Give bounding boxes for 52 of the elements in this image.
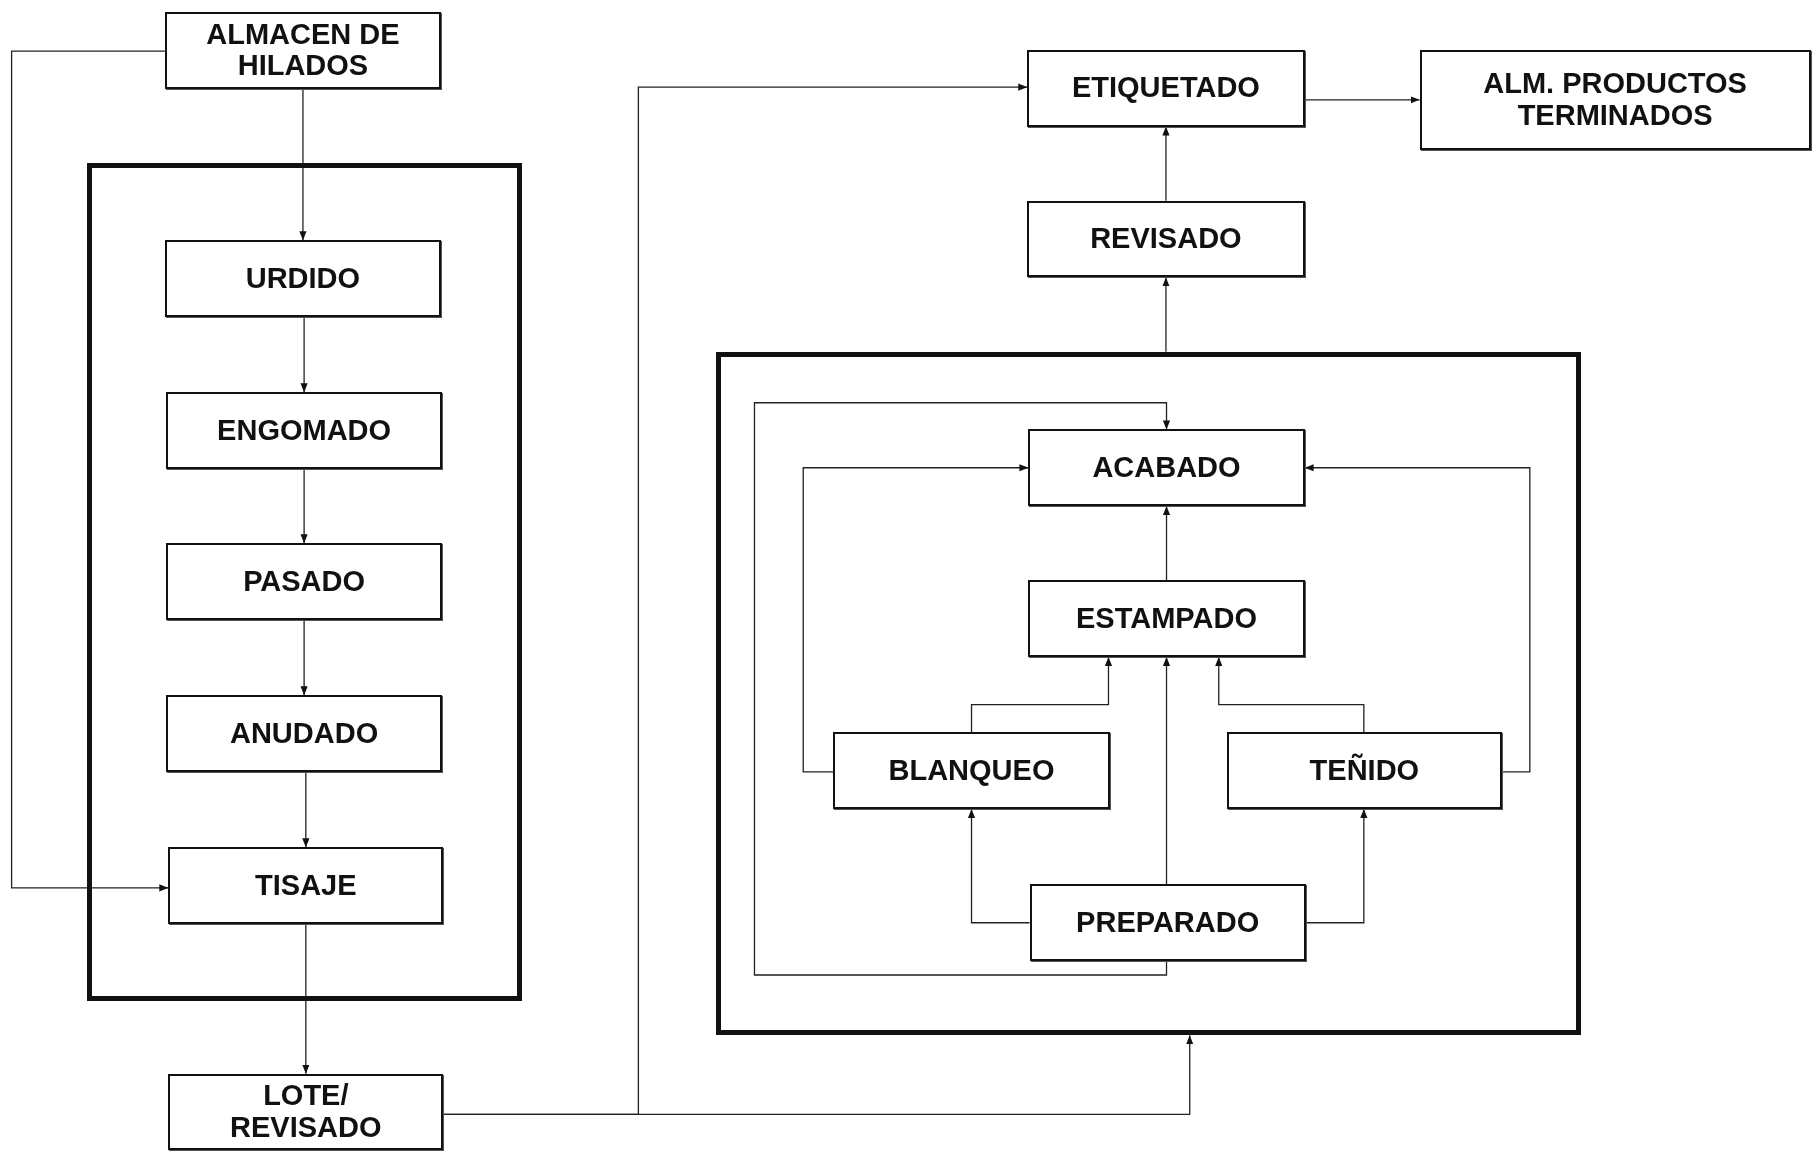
node-label: BLANQUEO: [887, 754, 1056, 787]
process-box: [164, 11, 442, 90]
connector-arrow: [1162, 125, 1170, 202]
connector-arrow: [1304, 464, 1531, 773]
node-label: PREPARADO: [1075, 906, 1261, 939]
node-label: PASADO: [242, 565, 367, 598]
process-box: [833, 732, 1110, 809]
process-box: [1027, 200, 1305, 278]
connector-arrow: [1305, 808, 1368, 924]
connector-arrow: [1162, 656, 1171, 886]
process-box: [1028, 429, 1305, 507]
connector-arrow: [802, 464, 1030, 773]
connector-arrow: [1215, 656, 1365, 734]
connector-arrow: [300, 619, 308, 696]
node-label: URDIDO: [244, 262, 362, 295]
process-box: [165, 392, 443, 469]
connector-arrow: [300, 316, 308, 393]
node-label: REVISADO: [1089, 223, 1243, 256]
process-box: [1027, 49, 1305, 127]
group-frame: [87, 162, 523, 1001]
node-label: ETIQUETADO: [1070, 72, 1261, 105]
connector-arrow: [1304, 96, 1421, 104]
process-box: [165, 695, 443, 772]
connector-arrow: [1162, 505, 1171, 581]
process-box: [168, 847, 444, 924]
group-frame: [716, 351, 1581, 1036]
process-box: [164, 240, 442, 317]
process-box: [1028, 580, 1305, 657]
connector-arrow: [10, 50, 169, 892]
node-label: ALM. PRODUCTOS TERMINADOS: [1482, 67, 1748, 132]
connector-arrow: [299, 88, 307, 241]
node-label: TISAJE: [254, 869, 358, 902]
connector-arrow: [967, 808, 1031, 924]
connector-arrow: [442, 1034, 1194, 1115]
connector-arrow: [300, 468, 308, 544]
node-label: ANUDADO: [229, 717, 380, 750]
connector-arrow: [1162, 276, 1170, 353]
process-box: [168, 1073, 444, 1151]
node-label: ALMACEN DE HILADOS: [205, 18, 401, 83]
node-label: TEÑIDO: [1308, 754, 1421, 787]
connector-arrow: [970, 656, 1113, 734]
connector-arrow: [753, 402, 1171, 976]
node-label: ACABADO: [1091, 451, 1242, 484]
process-box: [1029, 884, 1306, 962]
connector-arrow: [302, 923, 310, 1075]
node-label: LOTE/ REVISADO: [229, 1080, 383, 1144]
node-label: ENGOMADO: [216, 414, 393, 447]
process-box: [1226, 732, 1502, 809]
process-box: [165, 543, 443, 620]
connector-arrow: [302, 771, 310, 848]
process-box: [1419, 49, 1811, 150]
node-label: ESTAMPADO: [1075, 602, 1258, 635]
